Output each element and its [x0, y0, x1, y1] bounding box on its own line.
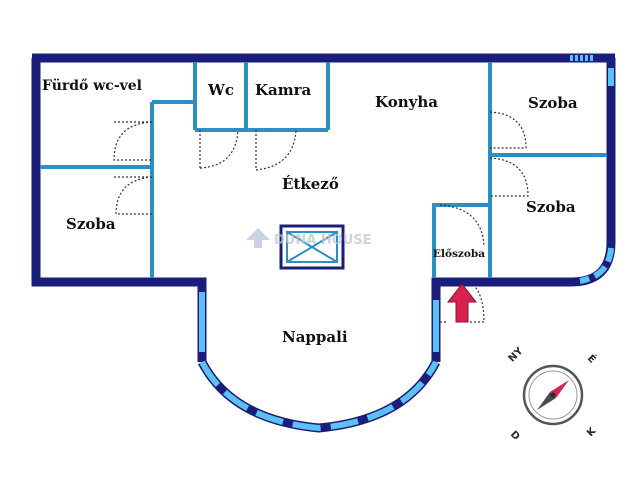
door-wc [199, 129, 239, 169]
windows [199, 55, 614, 432]
watermark: DUNA HOUSE [246, 228, 372, 248]
door-szoba-left [114, 176, 153, 215]
inner-walls [40, 62, 607, 278]
window-corner-curve [579, 247, 614, 284]
room-label-konyha: Konyha [375, 93, 438, 111]
doors [113, 111, 529, 323]
room-label-wc: Wc [207, 81, 234, 99]
compass-icon: NY É D K [507, 345, 600, 443]
room-label-kamra: Kamra [255, 81, 312, 99]
compass-label-ny: NY [507, 345, 526, 364]
door-bath [113, 121, 153, 161]
room-labels: Fürdő wc-vel Wc Kamra Konyha Szoba Szoba… [42, 78, 578, 346]
door-szoba-top-right [489, 111, 527, 149]
room-label-eloszoba: Előszoba [433, 247, 485, 260]
wall-bath-jog [152, 62, 197, 104]
wall-eloszoba [432, 203, 490, 278]
stairwell-icon [279, 224, 345, 270]
door-szoba-mid-right [489, 157, 529, 197]
entrance-arrow-icon [446, 283, 478, 323]
room-label-etkezo: Étkező [282, 175, 339, 193]
watermark-logo-icon [246, 228, 270, 248]
room-label-nappali: Nappali [282, 328, 348, 346]
watermark-brand: DUNA HOUSE [274, 233, 372, 248]
window-bay [199, 360, 439, 432]
room-label-szoba-mid-right: Szoba [526, 198, 576, 216]
room-label-szoba-left: Szoba [66, 215, 116, 233]
compass-label-d: D [508, 429, 522, 443]
room-label-furdo: Fürdő wc-vel [42, 78, 142, 94]
compass-label-k: K [585, 425, 599, 439]
room-label-szoba-top-right: Szoba [528, 94, 578, 112]
door-kamra [255, 129, 297, 171]
compass-label-e: É [585, 352, 599, 366]
door-entrance [439, 281, 485, 323]
outer-wall-bay [198, 359, 440, 433]
door-eloszoba-inner [439, 204, 485, 247]
